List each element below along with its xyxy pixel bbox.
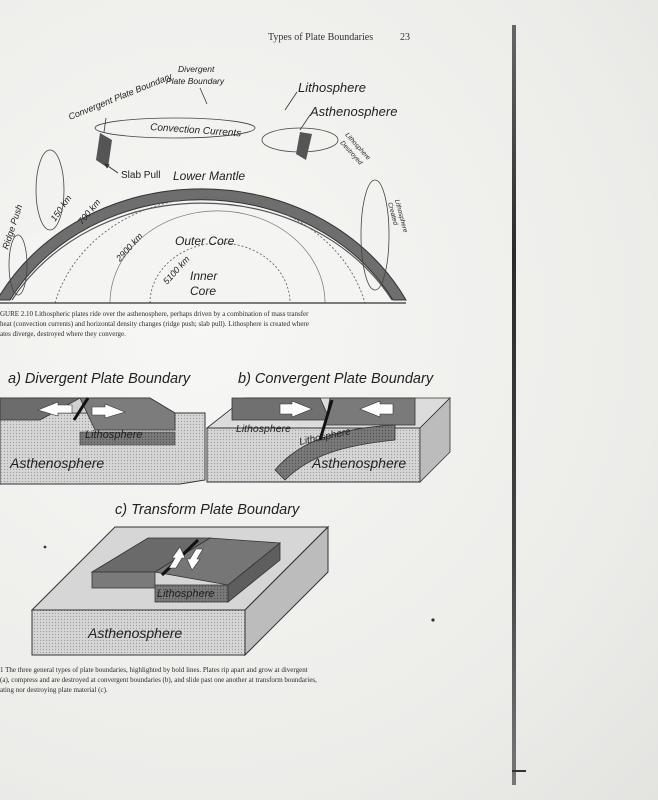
subducting-slab [96, 133, 112, 168]
convection-label: Convection Currents [150, 122, 242, 139]
figure-211-caption: 1 The three general types of plate bound… [0, 665, 440, 695]
inner-core-label-2: Core [190, 284, 216, 298]
leader-line [104, 118, 106, 132]
convergent-label: Convergent Plate Boundary [67, 71, 174, 122]
panel-a-title: a) Divergent Plate Boundary [8, 371, 190, 387]
asthenosphere-label: Asthenosphere [309, 104, 397, 119]
panel-b-title: b) Convergent Plate Boundary [238, 371, 433, 387]
divergent-label-1: Divergent [178, 64, 215, 74]
panel-a-asthenosphere-label: Asthenosphere [9, 455, 104, 471]
subducting-slab [296, 132, 312, 160]
caption-line: 1 The three general types of plate bound… [0, 665, 440, 675]
caption-line: (a), compress and are destroyed at conve… [0, 675, 440, 685]
divergent-label-2: Plate Boundary [166, 76, 225, 86]
panel-c-asthenosphere-label: Asthenosphere [87, 625, 182, 641]
transform-block: Lithosphere Asthenosphere [32, 527, 328, 655]
panel-b-lithosphere-label: Lithosphere [236, 423, 291, 435]
leader-line [285, 92, 297, 110]
caption-line: ates diverge, destroyed where they conve… [0, 329, 420, 339]
page-speck [44, 546, 47, 549]
depth-150-label: 150 km [48, 193, 73, 223]
panel-b-asthenosphere-label: Asthenosphere [311, 455, 406, 471]
outer-core-label: Outer Core [175, 234, 235, 248]
slab-pull-arrow [105, 164, 118, 173]
inner-core-label-1: Inner [190, 269, 218, 283]
lithosphere-front-left [92, 572, 155, 588]
panel-a-lithosphere-label: Lithosphere [85, 429, 143, 441]
caption-line: heat (convection currents) and horizonta… [0, 319, 420, 329]
page-speck [431, 618, 434, 621]
slab-pull-label: Slab Pull [121, 170, 160, 181]
caption-line: ating nor destroying plate material (c). [0, 685, 440, 695]
leader-line [200, 88, 207, 104]
lower-mantle-label: Lower Mantle [173, 169, 245, 183]
earth-cross-section: Convergent Plate Boundary Divergent Plat… [0, 64, 409, 303]
lithosphere-label: Lithosphere [298, 80, 366, 95]
figure-210-caption: GURE 2.10 Lithospheric plates ride over … [0, 309, 420, 339]
convergent-block: Lithosphere Lithosphere Asthenosphere [207, 398, 450, 482]
divergent-block: Lithosphere Asthenosphere [0, 398, 205, 484]
caption-line: GURE 2.10 Lithospheric plates ride over … [0, 309, 420, 319]
panel-c-lithosphere-label: Lithosphere [157, 588, 215, 600]
panel-c-title: c) Transform Plate Boundary [115, 502, 299, 518]
